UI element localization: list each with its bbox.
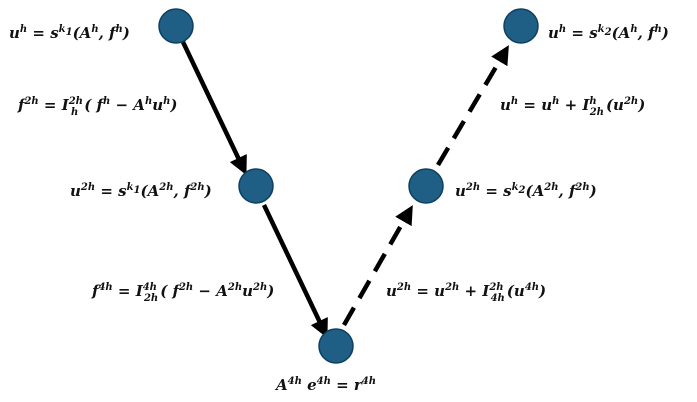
restriction-arrow-mid-to-coarse xyxy=(261,204,328,339)
prolongation-arrow-coarse-to-mid xyxy=(342,205,413,327)
restriction-arrow-fine-to-mid xyxy=(180,41,247,176)
node-fine-grid-presmooth xyxy=(158,8,194,44)
equation-presmooth-mid: u2h = sk1(A2h, f2h) xyxy=(70,182,212,200)
equation-presmooth-fine: uh = sk1(Ah, fh) xyxy=(9,24,130,42)
equation-postsmooth-fine: uh = sk2(Ah, fh) xyxy=(548,24,669,42)
equation-coarse-solve: A4h e4h = r4h xyxy=(274,376,376,394)
node-mid-grid-presmooth xyxy=(238,168,274,204)
node-mid-grid-postsmooth xyxy=(408,168,444,204)
node-coarse-grid-solve xyxy=(318,328,354,364)
node-fine-grid-postsmooth xyxy=(503,8,539,44)
equation-postsmooth-mid: u2h = sk2(A2h, f2h) xyxy=(455,182,597,200)
prolongation-arrow-mid-to-fine xyxy=(436,45,509,167)
